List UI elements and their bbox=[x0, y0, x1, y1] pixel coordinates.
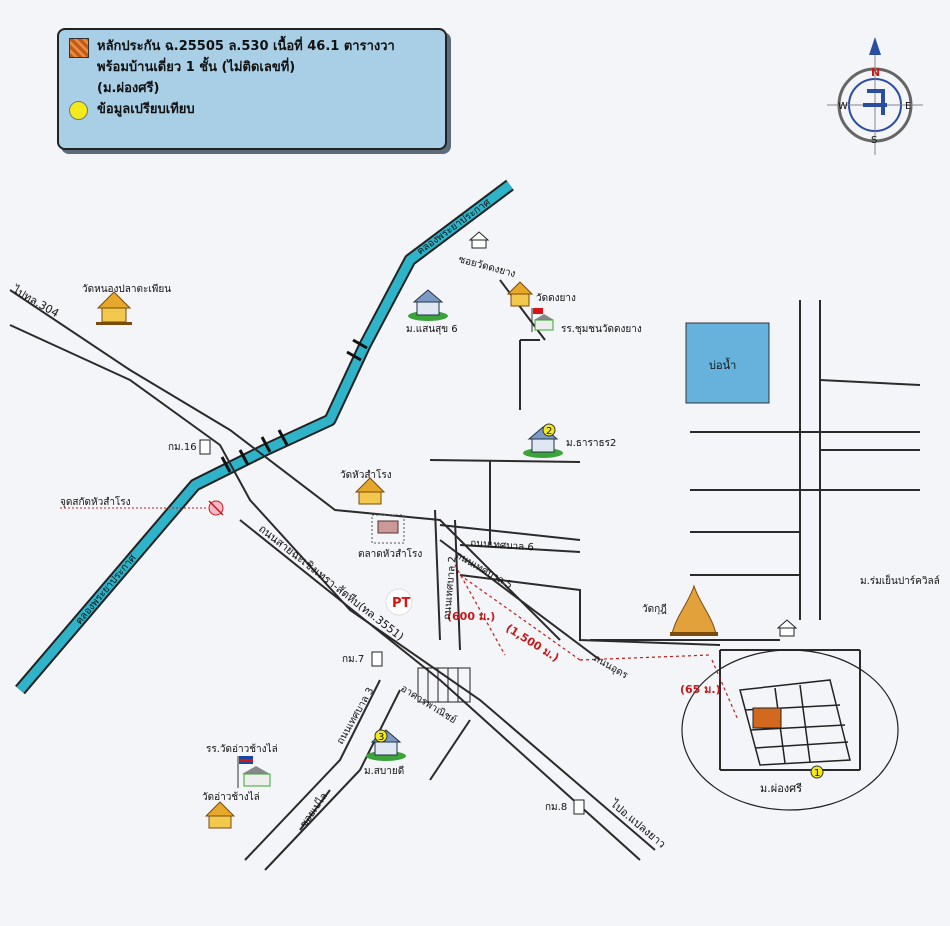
wat-nong-pla-label: วัดหนองปลาตะเพียน bbox=[82, 283, 171, 295]
compass-icon bbox=[827, 37, 923, 155]
km8-label: กม.8 bbox=[545, 802, 567, 813]
compass-s: S bbox=[871, 135, 877, 146]
temple-icon bbox=[354, 477, 386, 505]
pt-logo: PT bbox=[392, 596, 411, 611]
compass-e: E bbox=[905, 101, 911, 112]
school-dong-yang-label: รร.ชุมชนวัดดงยาง bbox=[561, 324, 642, 335]
marker-1-label: 1 bbox=[814, 768, 820, 779]
km16-label: กม.16 bbox=[168, 442, 197, 453]
canal bbox=[15, 179, 514, 695]
temple-icon bbox=[506, 281, 534, 307]
km7-label: กม.7 bbox=[342, 654, 364, 665]
m-sabaidee-label: ม.สบายดี bbox=[364, 765, 404, 777]
legend-comparison: ข้อมูลเปรียบเทียบ bbox=[97, 102, 195, 117]
temple-icon bbox=[96, 291, 132, 325]
radius-circle bbox=[681, 649, 899, 811]
km-post-icon bbox=[199, 439, 211, 455]
m-rom-yen-label: ม.ร่มเย็นปาร์ควิลล์ bbox=[860, 573, 940, 587]
m-tharathon-label: ม.ธาราธร2 bbox=[566, 438, 616, 449]
distance-65: (65 ม.) bbox=[680, 683, 721, 696]
junction-label: จุดสกัดหัวสำโรง bbox=[60, 495, 131, 508]
wat-hua-samrong-label: วัดหัวสำโรง bbox=[340, 468, 392, 481]
distance-600: (600 ม.) bbox=[447, 610, 495, 623]
legend-comparison-row: ข้อมูลเปรียบเทียบ bbox=[69, 99, 435, 120]
marker-2 bbox=[542, 423, 556, 437]
legend-line1: หลักประกัน ฉ.25505 ล.530 เนื้อที่ 46.1 ต… bbox=[97, 39, 395, 54]
marker-3-label: 3 bbox=[378, 732, 384, 743]
compass-n: N bbox=[871, 66, 880, 79]
temple-icon bbox=[204, 801, 236, 829]
legend-box: หลักประกัน ฉ.25505 ล.530 เนื้อที่ 46.1 ต… bbox=[57, 28, 447, 150]
bridges bbox=[220, 338, 368, 473]
m-phongsri-label: ม.ผ่องศรี bbox=[760, 782, 802, 795]
gas-station-icon: PT bbox=[385, 588, 413, 616]
marker-1 bbox=[810, 765, 824, 779]
legend-line3: (ม.ผ่องศรี) bbox=[97, 81, 160, 96]
m-saensuk-label: ม.แสนสุข 6 bbox=[406, 324, 458, 335]
pagoda-icon bbox=[670, 584, 718, 636]
wat-dong-yang-label: วัดดงยาง bbox=[536, 293, 576, 304]
subject-swatch-icon bbox=[69, 38, 89, 58]
market-label: ตลาดหัวสำโรง bbox=[358, 547, 422, 560]
distance-arrows bbox=[454, 564, 739, 721]
wat-kuti-label: วัดกุฎี bbox=[642, 603, 667, 615]
house-icon bbox=[776, 619, 798, 637]
comparison-dot-icon bbox=[69, 101, 88, 120]
pond bbox=[685, 322, 770, 404]
school-icon bbox=[237, 756, 271, 788]
school-icon bbox=[531, 308, 554, 332]
legend-subject-row: หลักประกัน ฉ.25505 ล.530 เนื้อที่ 46.1 ต… bbox=[69, 36, 435, 99]
highway bbox=[9, 289, 656, 861]
legend-line2: พร้อมบ้านเดี่ยว 1 ชั้น (ไม่ติดเลขที่) bbox=[97, 60, 296, 75]
market-icon bbox=[371, 514, 405, 544]
wat-ao-chang-label: วัดอ่าวช้างไล่ bbox=[202, 791, 260, 803]
pond-label: บ่อน้ำ bbox=[709, 357, 736, 372]
house-icon bbox=[408, 289, 448, 321]
school-ao-chang-label: รร.วัดอ่าวช้างไล่ bbox=[206, 743, 278, 755]
shophouse-block bbox=[417, 667, 471, 703]
subject-property bbox=[752, 707, 782, 729]
road-label-tessaban6: ถนนเทศบาล 6 bbox=[470, 538, 534, 553]
compass-w: W bbox=[838, 101, 848, 112]
checkpoint-icon bbox=[208, 500, 224, 516]
marker-3 bbox=[374, 729, 388, 743]
km-post-icon bbox=[371, 651, 383, 667]
marker-2-label: 2 bbox=[546, 426, 552, 437]
roads bbox=[244, 279, 921, 871]
house-icon bbox=[468, 231, 490, 249]
km-post-icon bbox=[573, 799, 585, 815]
